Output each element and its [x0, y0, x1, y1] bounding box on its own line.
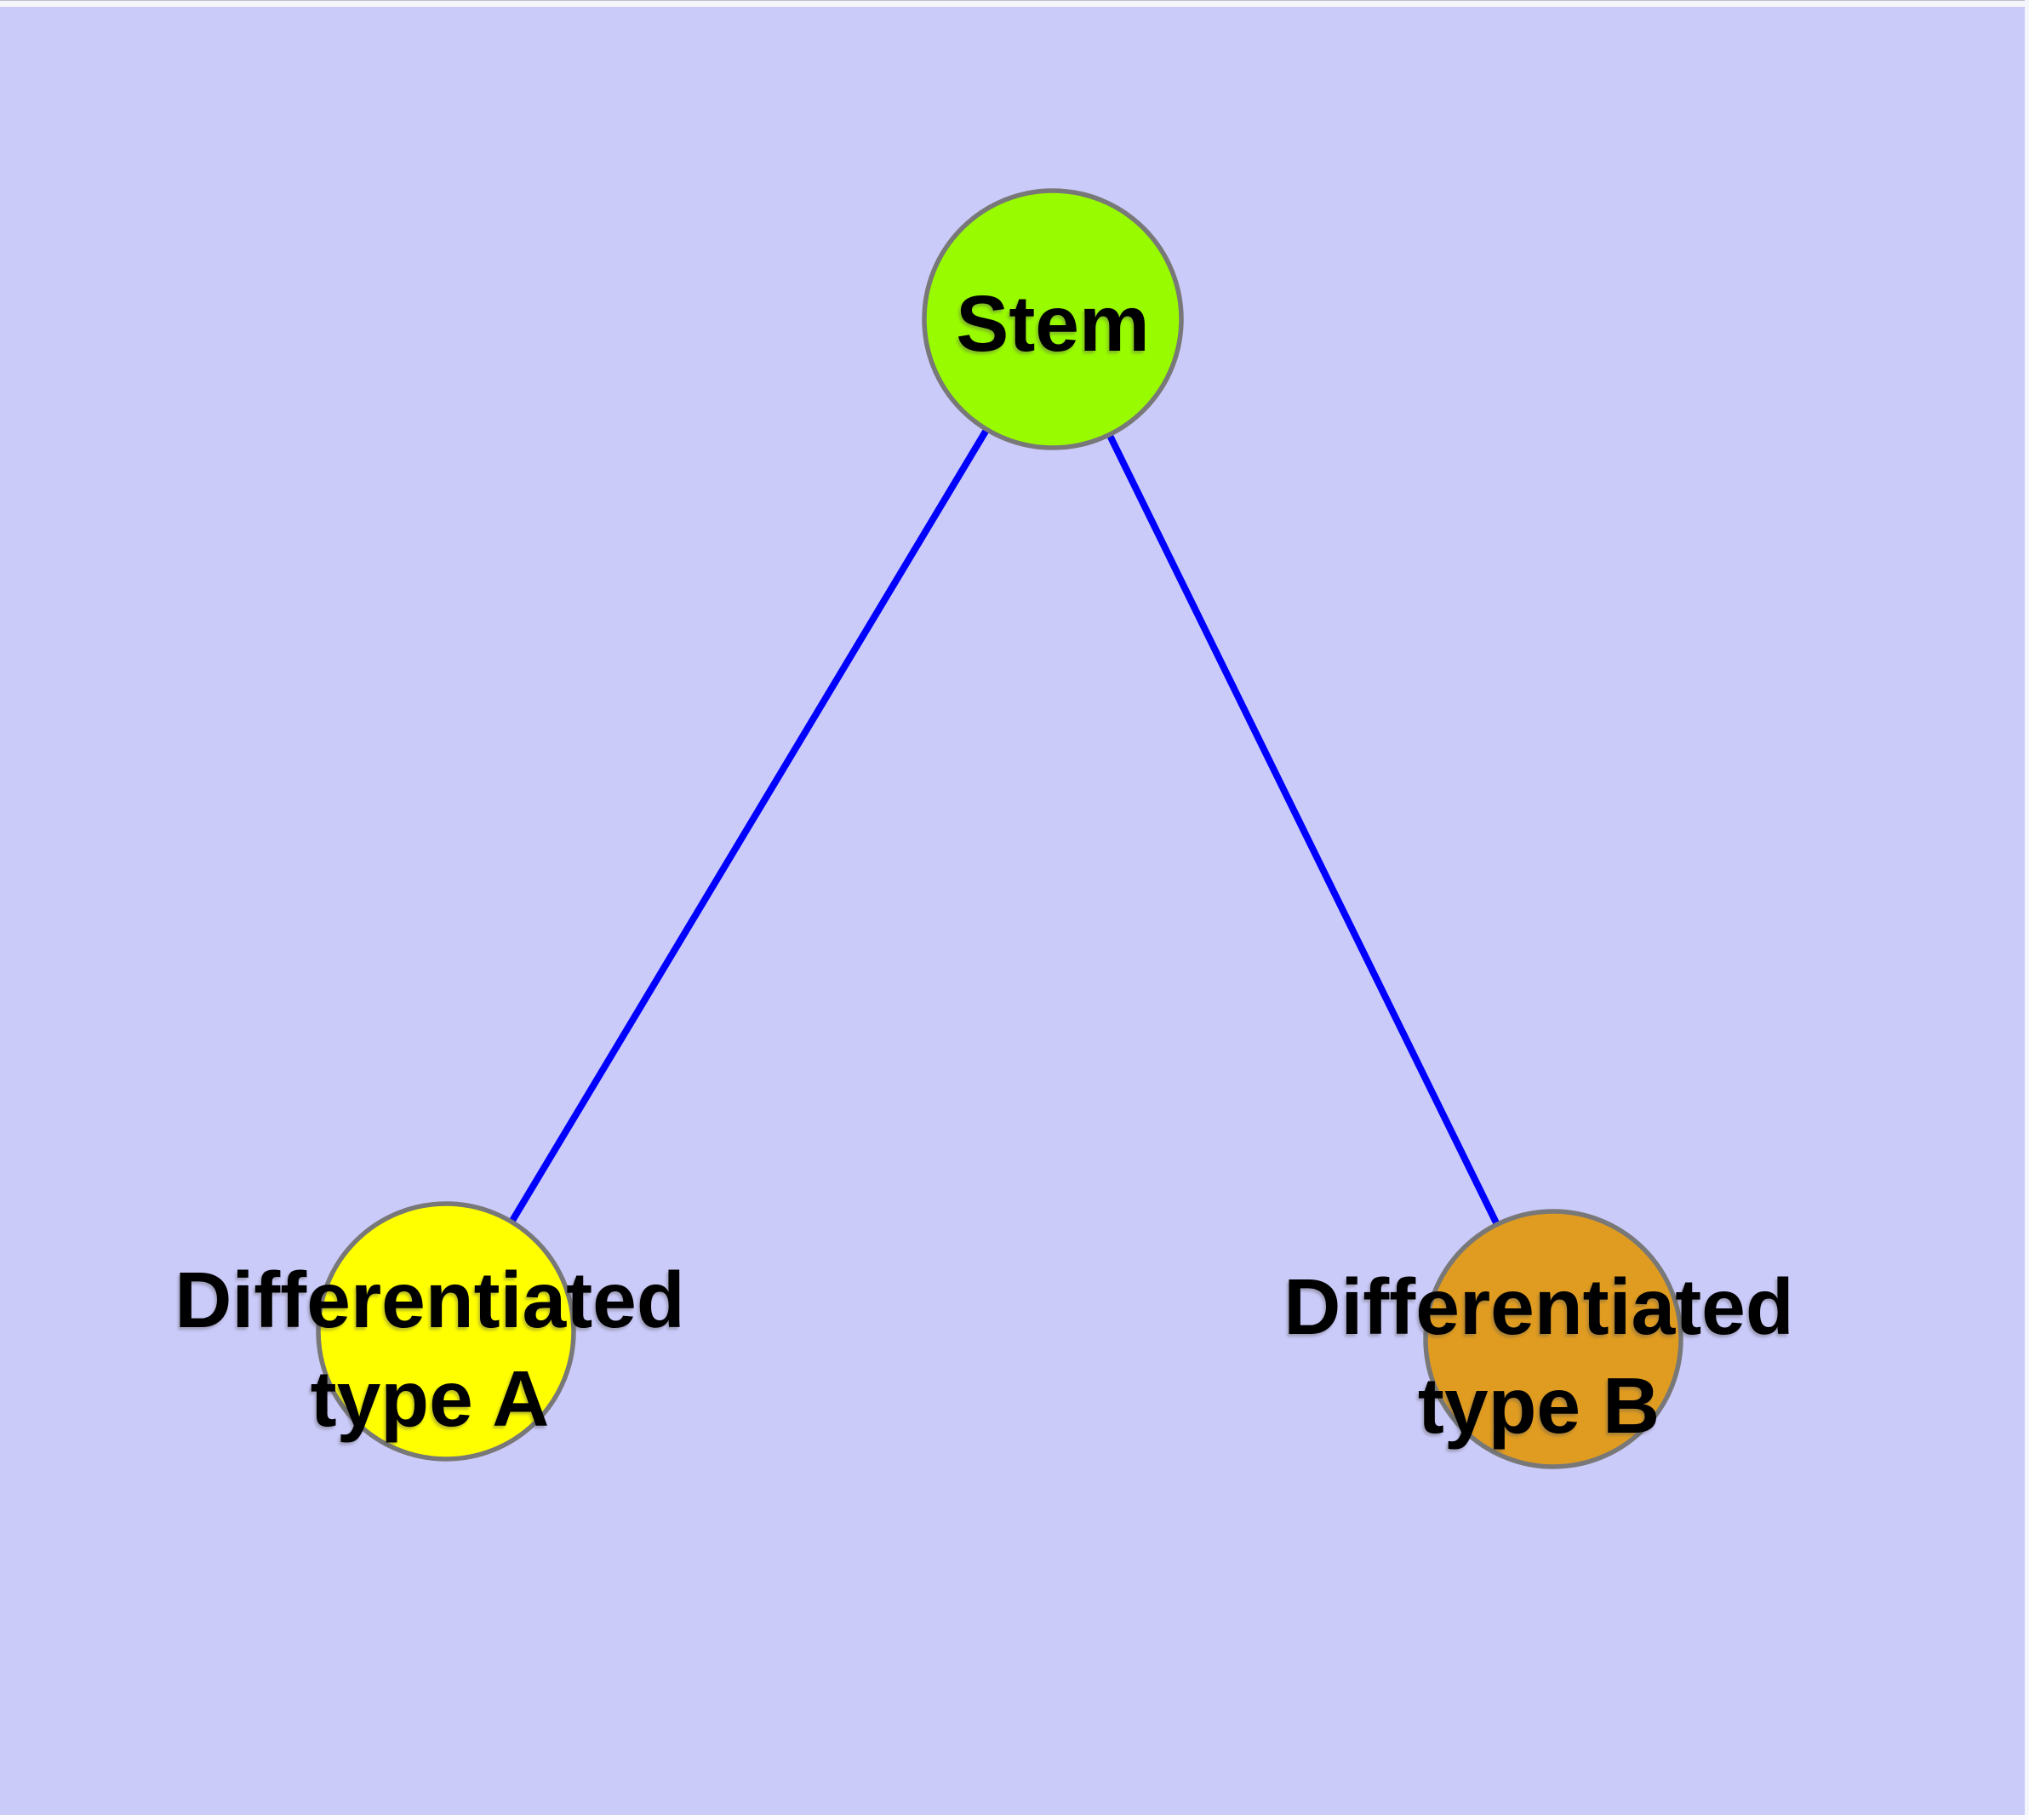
type-b-label-line1: Differentiated: [1283, 1262, 1794, 1351]
window-edge-top-strip: [0, 0, 2029, 7]
edge-stem-to-type-b: [1049, 316, 1557, 1342]
type-b-label-line2: type B: [1417, 1361, 1660, 1450]
stem-node-label: Stem: [956, 279, 1150, 368]
stem-node-circle: [922, 188, 1184, 450]
window-edge-bottom-strip: [0, 1815, 2029, 1820]
type-a-label-line2: type A: [310, 1354, 550, 1443]
type-a-node-label: Differentiated type A: [174, 1251, 684, 1448]
window-edge-right-strip: [2025, 0, 2029, 1820]
type-b-node-label: Differentiated type B: [1283, 1257, 1793, 1455]
type-a-node-circle: [316, 1201, 576, 1462]
type-b-node-circle: [1423, 1209, 1683, 1469]
type-a-label-line1: Differentiated: [174, 1256, 685, 1344]
edge-stem-to-type-a: [443, 316, 1056, 1335]
